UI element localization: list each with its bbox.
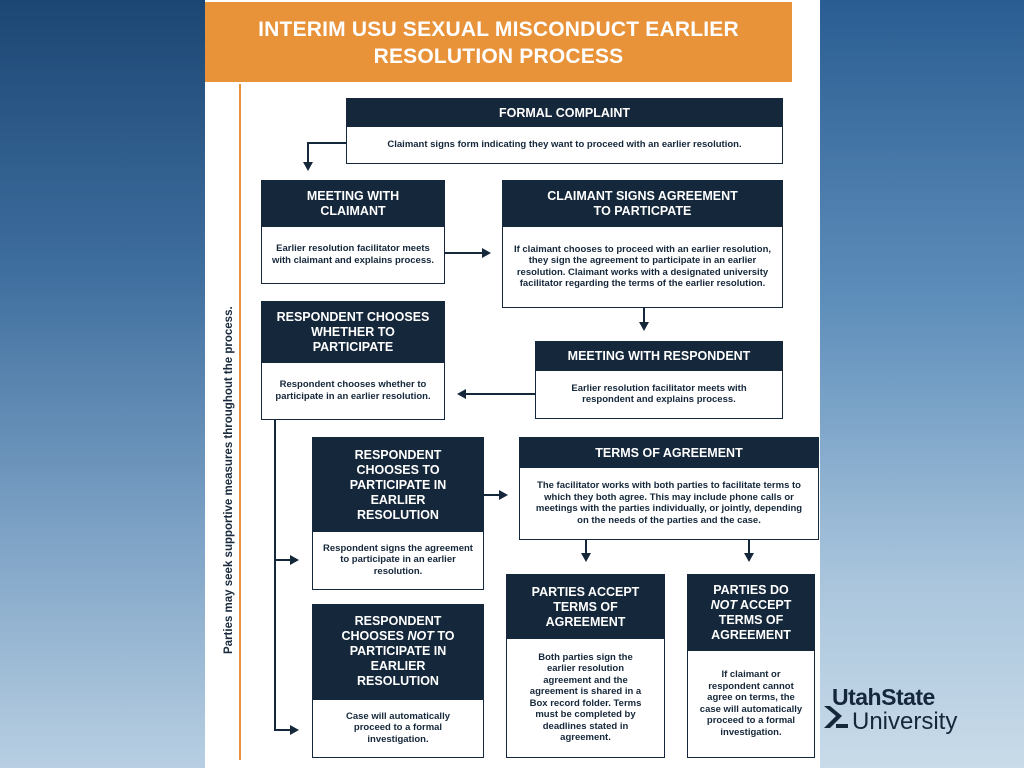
respondent-not-participate-title: RESPONDENT CHOOSES NOT TO PARTICIPATE IN… (313, 605, 483, 700)
arrow-head-left (457, 389, 466, 399)
background-right (820, 0, 1024, 768)
arrow-segment (308, 142, 346, 144)
arrow-segment (445, 252, 483, 254)
arrow-head-down (744, 553, 754, 562)
terms-of-agreement-box: TERMS OF AGREEMENT The facilitator works… (519, 437, 819, 540)
meeting-claimant-title: MEETING WITH CLAIMANT (262, 181, 444, 227)
arrow-segment (274, 559, 290, 561)
arrow-head-right (482, 248, 491, 258)
parties-not-accept-body: If claimant or respondent cannot agree o… (699, 669, 803, 738)
title-emphasis: NOT (407, 629, 434, 643)
meeting-respondent-box: MEETING WITH RESPONDENT Earlier resoluti… (535, 341, 783, 419)
logo-mark-icon (824, 706, 848, 728)
title-part: RESPONDENT CHOOSES (341, 614, 442, 643)
respondent-participate-box: RESPONDENT CHOOSES TO PARTICIPATE IN EAR… (312, 437, 484, 590)
arrow-head-right (499, 490, 508, 500)
parties-not-accept-box: PARTIES DO NOT ACCEPT TERMS OF AGREEMENT… (687, 574, 815, 758)
arrow-segment (484, 494, 500, 496)
meeting-respondent-title: MEETING WITH RESPONDENT (536, 342, 782, 371)
meeting-respondent-body: Earlier resolution facilitator meets wit… (571, 382, 747, 406)
title-part: ACCEPT TERMS OF AGREEMENT (711, 598, 792, 642)
meeting-claimant-box: MEETING WITH CLAIMANT Earlier resolution… (261, 180, 445, 284)
arrow-head-down (581, 553, 591, 562)
arrow-segment (466, 393, 535, 395)
title-line-2: RESOLUTION PROCESS (373, 45, 624, 68)
respondent-not-participate-body: Case will automatically proceed to a for… (345, 710, 450, 745)
page-header: INTERIM USU SEXUAL MISCONDUCT EARLIER RE… (205, 2, 792, 82)
respondent-chooses-title: RESPONDENT CHOOSES WHETHER TO PARTICIPAT… (262, 302, 444, 363)
arrow-head-down (639, 322, 649, 331)
arrow-segment (643, 308, 645, 323)
supportive-measures-note: Parties may seek supportive measures thr… (223, 306, 235, 654)
claimant-signs-body: If claimant chooses to proceed with an e… (513, 243, 772, 290)
arrow-segment (307, 142, 309, 164)
arrow-segment (274, 729, 290, 731)
parties-not-accept-title: PARTIES DO NOT ACCEPT TERMS OF AGREEMENT (688, 575, 814, 651)
title-line-1: INTERIM USU SEXUAL MISCONDUCT EARLIER (258, 18, 739, 41)
arrow-head-right (290, 725, 299, 735)
logo-line-1: UtahState (832, 684, 935, 710)
claimant-signs-title: CLAIMANT SIGNS AGREEMENT TO PARTICPATE (503, 181, 782, 227)
arrow-head-down (303, 162, 313, 171)
formal-complaint-title: FORMAL COMPLAINT (347, 99, 782, 127)
formal-complaint-box: FORMAL COMPLAINT Claimant signs form ind… (346, 98, 783, 164)
respondent-chooses-box: RESPONDENT CHOOSES WHETHER TO PARTICIPAT… (261, 301, 445, 420)
side-divider (239, 84, 241, 760)
respondent-not-participate-box: RESPONDENT CHOOSES NOT TO PARTICIPATE IN… (312, 604, 484, 758)
logo-line-2: University (852, 708, 958, 735)
utah-state-logo: UtahState University (822, 682, 992, 742)
respondent-chooses-body: Respondent chooses whether to participat… (275, 379, 431, 402)
arrow-segment (585, 540, 587, 554)
terms-of-agreement-body: The facilitator works with both parties … (535, 480, 803, 526)
title-emphasis: NOT (710, 598, 737, 612)
claimant-signs-box: CLAIMANT SIGNS AGREEMENT TO PARTICPATE I… (502, 180, 783, 308)
parties-accept-title: PARTIES ACCEPT TERMS OF AGREEMENT (507, 575, 664, 639)
parties-accept-body: Both parties sign the earlier resolution… (529, 651, 642, 744)
respondent-participate-body: Respondent signs the agreement to partic… (323, 542, 473, 577)
arrow-segment (274, 420, 276, 730)
arrow-segment (748, 540, 750, 554)
respondent-participate-title: RESPONDENT CHOOSES TO PARTICIPATE IN EAR… (313, 438, 483, 532)
formal-complaint-body: Claimant signs form indicating they want… (387, 138, 742, 150)
title-part: TO PARTICIPATE IN EARLIER RESOLUTION (349, 629, 455, 688)
parties-accept-box: PARTIES ACCEPT TERMS OF AGREEMENT Both p… (506, 574, 665, 758)
background-left (0, 0, 205, 768)
arrow-head-right (290, 555, 299, 565)
page-title: INTERIM USU SEXUAL MISCONDUCT EARLIER RE… (205, 16, 792, 70)
terms-of-agreement-title: TERMS OF AGREEMENT (520, 438, 818, 468)
meeting-claimant-body: Earlier resolution facilitator meets wit… (271, 243, 435, 266)
title-part: PARTIES DO (713, 583, 789, 597)
